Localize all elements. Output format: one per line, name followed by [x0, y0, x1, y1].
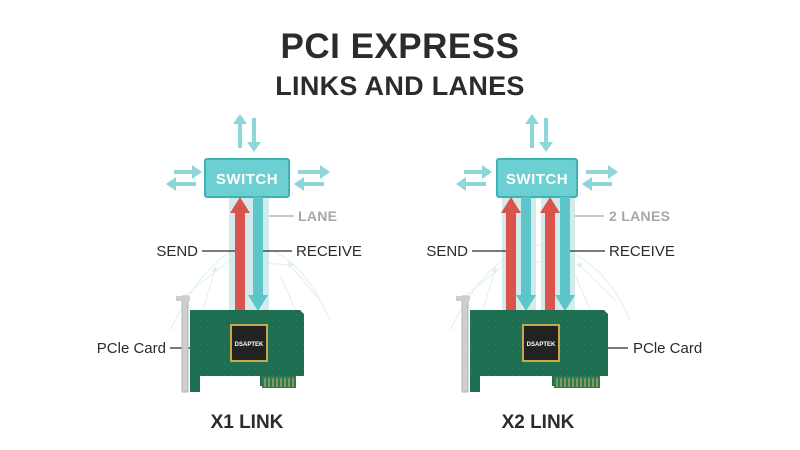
x2-link-diagram: SWITCH 2 LANES: [426, 114, 702, 433]
chip: [230, 324, 268, 362]
up-down-arrows-icon: [233, 114, 261, 152]
card-label: PCle Card: [97, 340, 166, 357]
left-right-arrows-icon: [456, 165, 492, 191]
pcie-card: DSAPTEK: [176, 295, 304, 393]
page-title: PCI EXPRESS: [280, 27, 520, 66]
left-right-arrows-icon: [166, 165, 202, 191]
mounting-bracket: [181, 295, 189, 393]
switch-label: SWITCH: [216, 171, 278, 188]
switch-box: [496, 158, 578, 198]
mounting-bracket: [461, 295, 469, 393]
pcie-card: DSAPTEK: [456, 295, 608, 393]
switch-label: SWITCH: [506, 171, 568, 188]
receive-label: RECEIVE: [609, 243, 675, 260]
send-label: SEND: [156, 243, 198, 260]
card-label: PCle Card: [633, 340, 702, 357]
lane-label: LANE: [298, 208, 337, 224]
up-down-arrows-icon: [525, 114, 553, 152]
left-right-arrows-icon: [582, 165, 618, 191]
x1-link-diagram: SWITCH LANE SEND RECEIVE PCle Card: [97, 114, 362, 433]
receive-label: RECEIVE: [296, 243, 362, 260]
edge-connector: [262, 376, 296, 388]
chip-label: DSAPTEK: [235, 342, 264, 348]
title-block: PCI EXPRESS LINKS AND LANES: [0, 26, 800, 104]
switch-box: [204, 158, 290, 198]
receive-arrow: [516, 197, 536, 311]
send-label: SEND: [426, 243, 468, 260]
left-right-arrows-icon: [294, 165, 330, 191]
send-arrow: [230, 197, 250, 313]
lane-label: 2 LANES: [609, 208, 670, 224]
page-subtitle: LINKS AND LANES: [275, 71, 525, 101]
receive-arrow: [555, 197, 575, 311]
chip-label: DSAPTEK: [527, 342, 556, 348]
chip: [522, 324, 560, 362]
send-arrow: [501, 197, 521, 313]
x2-link-caption: X2 LINK: [502, 412, 575, 433]
send-arrow: [540, 197, 560, 313]
x1-link-caption: X1 LINK: [211, 412, 284, 433]
receive-arrow: [248, 197, 268, 311]
